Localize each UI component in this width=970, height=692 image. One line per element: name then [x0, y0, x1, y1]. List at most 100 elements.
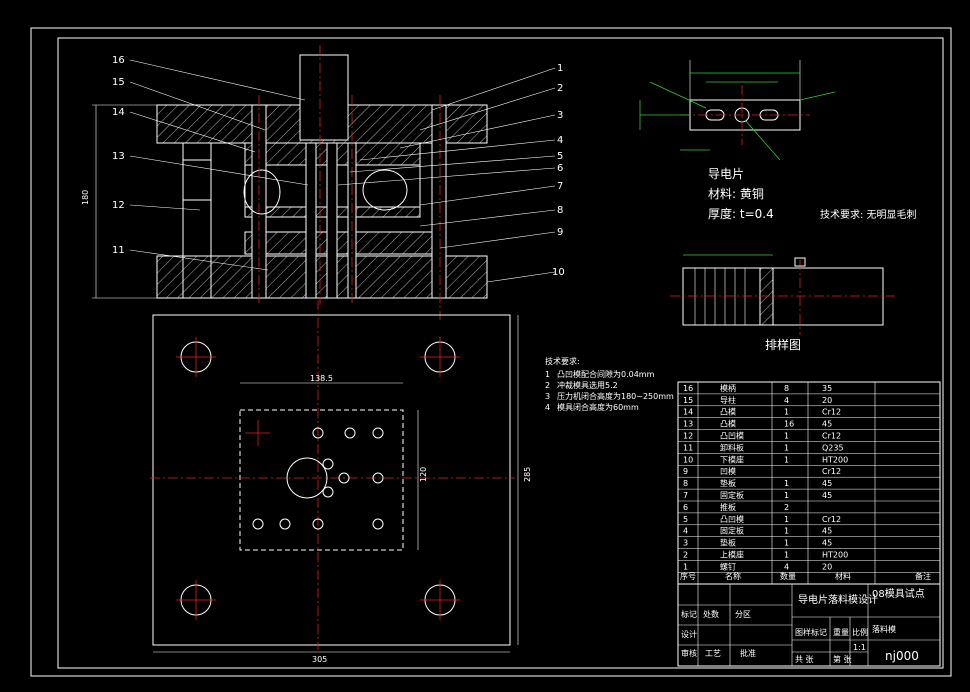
bom-cell-qty: 1 [784, 527, 789, 536]
tech-req-no-4: 4 [545, 403, 550, 412]
outer-frame [30, 27, 952, 677]
bom-cell-mat: HT200 [822, 455, 848, 464]
layout-title: 排样图 [765, 337, 801, 352]
bom-cell-mat: HT200 [822, 551, 848, 560]
tb-label-11: 第 张 [833, 654, 852, 664]
bom-cell-mat: 45 [822, 491, 832, 500]
bom-cell-name: 模柄 [720, 383, 736, 393]
bom-cell-no: 4 [683, 527, 688, 536]
bom-head-note: 备注 [915, 571, 931, 581]
bom-cell-mat: Cr12 [822, 515, 841, 524]
bom-cell-name: 上模座 [720, 550, 744, 560]
bom-cell-no: 11 [683, 443, 693, 452]
die-height-dim: 180 [81, 190, 90, 205]
bom-cell-no: 6 [683, 503, 688, 512]
label-5: 5 [557, 151, 563, 162]
bom-cell-no: 3 [683, 539, 688, 548]
tech-req-2: 冲裁模具选用5.2 [557, 380, 618, 390]
bom-cell-mat: 45 [822, 539, 832, 548]
bom-cell-no: 9 [683, 467, 688, 476]
bom-cell-qty: 1 [784, 515, 789, 524]
strip-layout [670, 254, 895, 335]
bom-cell-name: 凸模 [720, 419, 736, 429]
inner-width-dim: 138.5 [310, 374, 333, 383]
bom-cell-name: 卸料板 [720, 442, 744, 452]
bom-cell-no: 13 [683, 420, 693, 429]
plan-view: 138.5 305 285 120 [150, 300, 532, 664]
bom-head-no: 序号 [680, 571, 696, 581]
label-7: 7 [557, 181, 563, 192]
bom-cell-no: 7 [683, 491, 688, 500]
label-12: 12 [112, 200, 125, 211]
label-16: 16 [112, 55, 125, 66]
assembly-section-view: 180 [81, 45, 488, 320]
label-6: 6 [557, 163, 563, 174]
bom-cell-qty: 1 [784, 539, 789, 548]
label-1: 1 [557, 63, 563, 74]
bom-cell-qty: 4 [784, 396, 789, 405]
tech-req-1: 凸凹模配合间隙为0.04mm [557, 369, 655, 379]
tb-label-1: 处数 [703, 609, 719, 619]
bom-cell-no: 12 [683, 432, 693, 441]
tb-label-8: 重量 [833, 627, 849, 637]
bom-cell-name: 垫板 [720, 478, 736, 488]
bom-cell-mat: Cr12 [822, 408, 841, 417]
inner-frame [57, 37, 944, 669]
label-8: 8 [557, 205, 563, 216]
part-name: 导电片 [708, 167, 744, 181]
tb-label-4: 审核 [681, 648, 697, 658]
bom-cell-name: 垫板 [720, 538, 736, 548]
tb-label-9: 比例 [852, 627, 868, 637]
bom-cell-no: 14 [683, 408, 693, 417]
bom-cell-name: 螺钉 [720, 561, 736, 571]
bom-cell-mat: 45 [822, 420, 832, 429]
label-13: 13 [112, 151, 125, 162]
tb-label-7: 图样标记 [795, 627, 827, 637]
bom-cell-name: 凸凹模 [720, 431, 744, 441]
tb-label-5: 工艺 [705, 649, 721, 658]
part-thickness: 厚度: t=0.4 [708, 206, 774, 221]
bom-head-qty: 数量 [780, 571, 796, 581]
tech-req-3: 压力机闭合高度为180~250mm [557, 391, 674, 401]
drawing-no: nj000 [885, 649, 919, 663]
bom-cell-name: 固定板 [720, 490, 744, 500]
bom-cell-qty: 1 [784, 479, 789, 488]
bom-cell-mat: 20 [822, 396, 832, 405]
bom-head-name: 名称 [725, 571, 741, 581]
bom-cell-qty: 1 [784, 432, 789, 441]
design-title: 导电片落料模设计 [798, 593, 878, 606]
bom-table-grid [677, 381, 941, 667]
leaders-right [337, 67, 556, 283]
bom-cell-mat: Cr12 [822, 432, 841, 441]
bom-cell-qty: 1 [784, 551, 789, 560]
inner-height-dim: 120 [419, 467, 428, 482]
bom-cell-qty: 1 [784, 408, 789, 417]
tech-req-title: 技术要求: [545, 356, 580, 366]
label-3: 3 [557, 110, 563, 121]
plate-height-dim: 285 [523, 467, 532, 482]
tech-req-no-1: 1 [545, 370, 550, 379]
bom-cell-name: 推板 [720, 502, 736, 512]
bom-cell-no: 10 [683, 455, 693, 464]
bom-cell-qty: 8 [784, 384, 789, 393]
bom-cell-no: 1 [683, 562, 688, 571]
bom-cell-mat: Cr12 [822, 467, 841, 476]
part-drawing [639, 60, 836, 161]
bom-cell-qty: 4 [784, 562, 789, 571]
part-requirement: 技术要求: 无明显毛刺 [820, 208, 917, 221]
bom-cell-qty: 1 [784, 491, 789, 500]
bom-cell-qty: 16 [784, 420, 794, 429]
tb-label-2: 分区 [735, 610, 751, 619]
tb-label-6: 批准 [740, 648, 756, 658]
bom-cell-name: 凹模 [720, 466, 736, 476]
bom-cell-name: 凸模 [720, 407, 736, 417]
label-2: 2 [557, 83, 563, 94]
bom-cell-mat: 45 [822, 527, 832, 536]
tb-label-3: 设计 [681, 629, 697, 639]
tb-label-10: 共 张 [795, 655, 814, 664]
tech-req-4: 模具闭合高度为60mm [557, 402, 639, 412]
plate-width-dim: 305 [312, 655, 327, 664]
leaders-left [129, 59, 309, 271]
